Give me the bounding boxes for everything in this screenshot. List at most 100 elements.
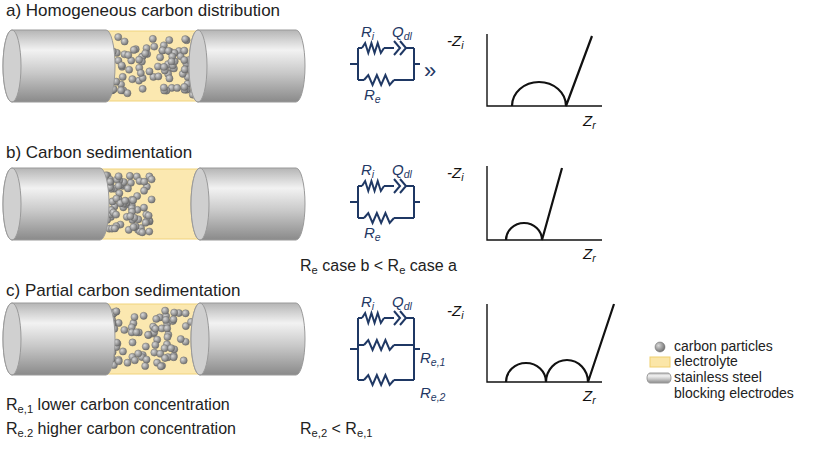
carbon-particle — [157, 54, 164, 61]
legend-symbol — [655, 342, 665, 352]
carbon-particle — [155, 73, 162, 80]
symbol-label: Qdl — [392, 293, 412, 312]
subscript: i — [372, 168, 374, 180]
legend-text: stainless steel blocking electrodes — [674, 369, 814, 401]
symbol-label: Zr — [583, 245, 596, 264]
resistor-symbol — [364, 213, 394, 223]
text-label: b) Carbon sedimentation — [6, 143, 192, 163]
carbon-particle — [145, 212, 152, 219]
symbol-label: Zr — [583, 112, 596, 131]
carbon-particle — [182, 36, 189, 43]
wire — [413, 186, 415, 218]
carbon-particle — [142, 362, 149, 369]
electrode-face — [191, 168, 209, 240]
symbol-label: Ri — [361, 293, 374, 312]
wire — [350, 201, 358, 203]
subscript: e.2 — [18, 427, 34, 439]
carbon-particle — [181, 83, 188, 90]
wire — [357, 186, 359, 218]
carbon-particle — [113, 308, 120, 315]
subscript: e — [312, 264, 318, 276]
electrode-face — [3, 168, 21, 240]
carbon-particle — [148, 176, 155, 183]
subscript: e — [375, 231, 381, 243]
text-part: Q — [392, 23, 404, 40]
legend-text: electrolyte — [674, 353, 814, 369]
wire — [394, 217, 414, 219]
cpe-symbol — [400, 179, 406, 193]
equivalent-circuit — [350, 311, 420, 385]
wire — [384, 185, 394, 187]
text-part: -Z — [447, 32, 461, 49]
subscript: e — [375, 93, 381, 105]
carbon-particle — [142, 343, 149, 350]
carbon-particle — [140, 187, 147, 194]
electrode — [191, 168, 305, 240]
text-label: c) Partial carbon sedimentation — [6, 281, 240, 301]
electrode-face — [3, 303, 21, 375]
carbon-particle — [135, 350, 142, 357]
cpe-symbol — [394, 311, 400, 325]
axes — [487, 34, 602, 106]
carbon-particle — [124, 185, 131, 192]
text-part: R — [361, 161, 372, 178]
carbon-particle — [166, 37, 173, 44]
text-part: higher carbon concentration — [33, 420, 236, 437]
electrode — [3, 168, 109, 240]
electrode — [189, 30, 305, 102]
carbon-particle — [124, 359, 131, 366]
wire — [406, 185, 414, 187]
cpe-symbol — [394, 41, 400, 55]
carbon-particle — [117, 87, 124, 94]
carbon-particle — [129, 76, 136, 83]
symbol-label: Ri — [361, 161, 374, 180]
resistor-symbol — [364, 75, 394, 85]
carbon-particle — [168, 345, 175, 352]
text-part: R — [6, 420, 18, 437]
resistor-symbol — [362, 313, 384, 323]
carbon-particle — [148, 196, 155, 203]
electrode-face — [191, 303, 209, 375]
carbon-particle — [115, 173, 122, 180]
cpe-symbol — [394, 179, 400, 193]
carbon-particle — [119, 348, 126, 355]
text-part: lower carbon concentration — [33, 396, 230, 413]
carbon-particle — [111, 225, 118, 232]
equivalent-circuit — [350, 41, 420, 85]
carbon-particle — [146, 68, 153, 75]
electrode — [3, 30, 115, 102]
subscript: r — [592, 252, 596, 264]
symbol-label: Re,1 — [420, 349, 445, 368]
carbon-particle — [113, 308, 120, 315]
subscript: e,2 — [312, 427, 328, 439]
carbon-particle — [164, 325, 171, 332]
cell-0 — [3, 30, 305, 102]
text-label: Re.2 higher carbon concentration — [6, 420, 236, 440]
resistor-symbol — [362, 181, 384, 191]
symbol-label: Qdl — [392, 23, 412, 42]
symbol-label: Zr — [583, 387, 596, 406]
subscript: r — [592, 394, 596, 406]
carbon-particle — [115, 358, 122, 365]
legend-text: carbon particles — [674, 338, 814, 354]
carbon-particle — [124, 90, 131, 97]
text-part: < R — [327, 420, 357, 437]
text-part: Q — [392, 293, 404, 310]
carbon-particle — [170, 316, 177, 323]
text-part: R — [364, 224, 375, 241]
wire — [350, 348, 358, 350]
carbon-particle — [119, 73, 126, 80]
carbon-particle — [160, 63, 167, 70]
carbon-particle — [139, 85, 146, 92]
carbon-particle — [131, 357, 138, 364]
carbon-particle — [131, 313, 138, 320]
symbol-label: -Zi — [447, 302, 464, 321]
wire — [394, 379, 414, 381]
carbon-particle — [181, 57, 188, 64]
carbon-particle — [140, 204, 147, 211]
carbon-particle — [145, 331, 152, 338]
cell-1 — [3, 168, 305, 240]
text-part: R — [420, 349, 431, 366]
carbon-particle — [143, 356, 150, 363]
